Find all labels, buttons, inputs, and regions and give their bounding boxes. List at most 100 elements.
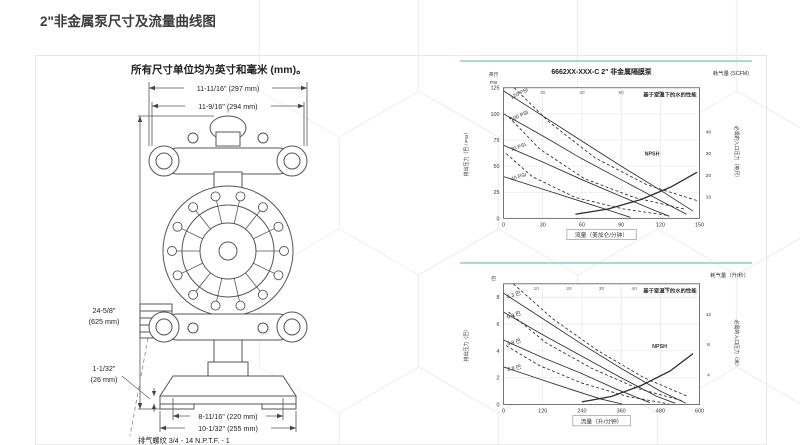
chart-series-8.3 巴 — [503, 292, 686, 404]
x-tick-label: 60 — [579, 222, 585, 228]
curve-label: NPSH — [652, 344, 667, 350]
air-tick-label: 80 — [658, 90, 664, 96]
pump-bolt — [167, 246, 177, 256]
pump-spoke — [233, 200, 240, 224]
chart-series-2.8 巴 — [503, 366, 622, 405]
x-tick-label: 240 — [577, 408, 586, 414]
chart-series-air — [508, 116, 684, 210]
right-tick-label: 30 — [706, 151, 712, 157]
curve-label: 2.8 巴 — [507, 364, 523, 373]
page-title: 2"非金属泵尺寸及流量曲线图 — [40, 14, 216, 29]
chart-series-NPSH — [581, 353, 694, 403]
curve-label: 70 PSI — [510, 142, 527, 153]
hexagon-shape — [657, 367, 800, 445]
pump-bolt — [188, 289, 199, 300]
dim-base-inner: 8-11/16" (220 mm) — [198, 412, 257, 421]
pump-bolt-circle — [167, 191, 289, 311]
y-axis-label-right: 必需的入口压力（米） — [733, 319, 740, 368]
x-tick-label: 480 — [656, 408, 665, 414]
x-tick-label: 120 — [656, 222, 665, 228]
air-consumption-label: 耗气量 (SCFM) — [713, 69, 749, 77]
chart-plot-area — [503, 87, 700, 219]
pump-base — [159, 375, 297, 397]
dim-base-height: 1-1/32" — [93, 364, 116, 373]
chart-series-air — [505, 153, 667, 216]
pump-spoke — [233, 278, 240, 302]
right-tick-label: 12 — [706, 312, 712, 318]
x-axis-label: 流量（美加仑/分钟） — [575, 231, 628, 239]
dim-height-mm: (625 mm) — [89, 317, 120, 326]
chart-series-air — [505, 345, 669, 405]
curve-label: 4.8 巴 — [506, 337, 522, 347]
pump-bolt — [235, 300, 246, 311]
y-tick-label: 100 — [491, 112, 500, 118]
y-tick-label: 4 — [497, 349, 500, 355]
chart-series-120 PSI — [503, 90, 694, 212]
y-tick-label: 6 — [497, 322, 500, 328]
dim-width-outer: 11-11/16" (297 mm) — [197, 84, 260, 93]
y-axis-label-left: 排出压力（巴） — [463, 327, 470, 362]
y-tick-label: 0 — [497, 403, 500, 409]
pump-spoke — [216, 200, 223, 224]
y-tick-label: 125 — [491, 86, 500, 92]
performance-note: 基于室温下的水的性能 — [642, 91, 697, 99]
x-tick-label: 0 — [502, 222, 505, 228]
right-tick-label: 4 — [707, 372, 710, 378]
unit-top-label: 英尺 — [489, 71, 499, 78]
right-tick-label: 8 — [707, 342, 710, 348]
y-tick-label: 8 — [497, 295, 500, 301]
y-axis-label-right: 必需的入口压力（英尺） — [733, 126, 740, 180]
pump-spoke — [253, 228, 276, 240]
pump-spoke — [195, 210, 211, 230]
chart-frame — [503, 87, 700, 219]
air-tick-label: 20 — [540, 90, 546, 96]
x-tick-label: 600 — [695, 408, 704, 414]
air-tick-label: 30 — [599, 286, 605, 292]
hexagon-shape — [736, 229, 800, 413]
pump-bolt — [210, 191, 221, 202]
x-axis-label-box — [572, 415, 631, 427]
air-tick-label: 10 — [534, 286, 540, 292]
dimension-annotations: 11-11/16" (297 mm) 11-9/16" (294 mm) 24-… — [89, 82, 308, 444]
chart-series-6.9 巴 — [503, 311, 676, 404]
pump-bolt — [273, 270, 284, 281]
y-axis-label-left: 排出压力（巴 / PSI） — [463, 130, 470, 177]
right-tick-label: 40 — [706, 129, 712, 135]
pump-bolt — [273, 221, 284, 232]
y-tick-label: 2 — [497, 376, 500, 382]
air-consumption-label: 耗气量（升/秒） — [710, 271, 749, 279]
pump-bolt — [235, 191, 246, 202]
unit-left-label: PSI — [490, 80, 498, 86]
x-axis-label-box — [566, 228, 637, 240]
chart-frame — [503, 283, 700, 406]
dim-base-outer: 10-1/32" (255 mm) — [198, 424, 258, 433]
chart-series-100 PSI — [503, 113, 687, 215]
unit-left-label: 巴 — [491, 276, 496, 282]
curve-label: NPSH — [645, 152, 660, 158]
pump-bolt — [172, 221, 183, 232]
pump-spoke — [253, 262, 276, 274]
curve-label: 8.3 巴 — [506, 289, 522, 300]
right-tick-label: 20 — [706, 173, 712, 179]
pump-bolt — [210, 300, 221, 311]
air-tick-label: 60 — [618, 90, 624, 96]
y-tick-label: 75 — [494, 138, 500, 144]
chart-series-air — [513, 87, 698, 201]
chart-series-4.8 巴 — [503, 339, 651, 403]
y-tick-label: 25 — [494, 190, 500, 196]
x-tick-label: 150 — [695, 222, 704, 228]
chart-series-70 PSI — [503, 144, 670, 217]
curve-label: 40 PSI — [510, 172, 527, 182]
pump-outline — [139, 115, 308, 410]
pump-bolt — [257, 202, 268, 213]
x-axis-label: 流量（升/分钟） — [581, 417, 623, 425]
performance-note: 基于室温下的水的性能 — [642, 287, 697, 295]
pump-spoke — [245, 210, 261, 230]
units-note: 所有尺寸单位均为英寸和毫米 (mm)。 — [131, 64, 307, 76]
chart-plot-area — [503, 283, 700, 405]
right-tick-label: 10 — [706, 195, 712, 201]
dim-width-inner: 11-9/16" (294 mm) — [198, 102, 257, 111]
dim-base-height-mm: (26 mm) — [91, 375, 118, 384]
